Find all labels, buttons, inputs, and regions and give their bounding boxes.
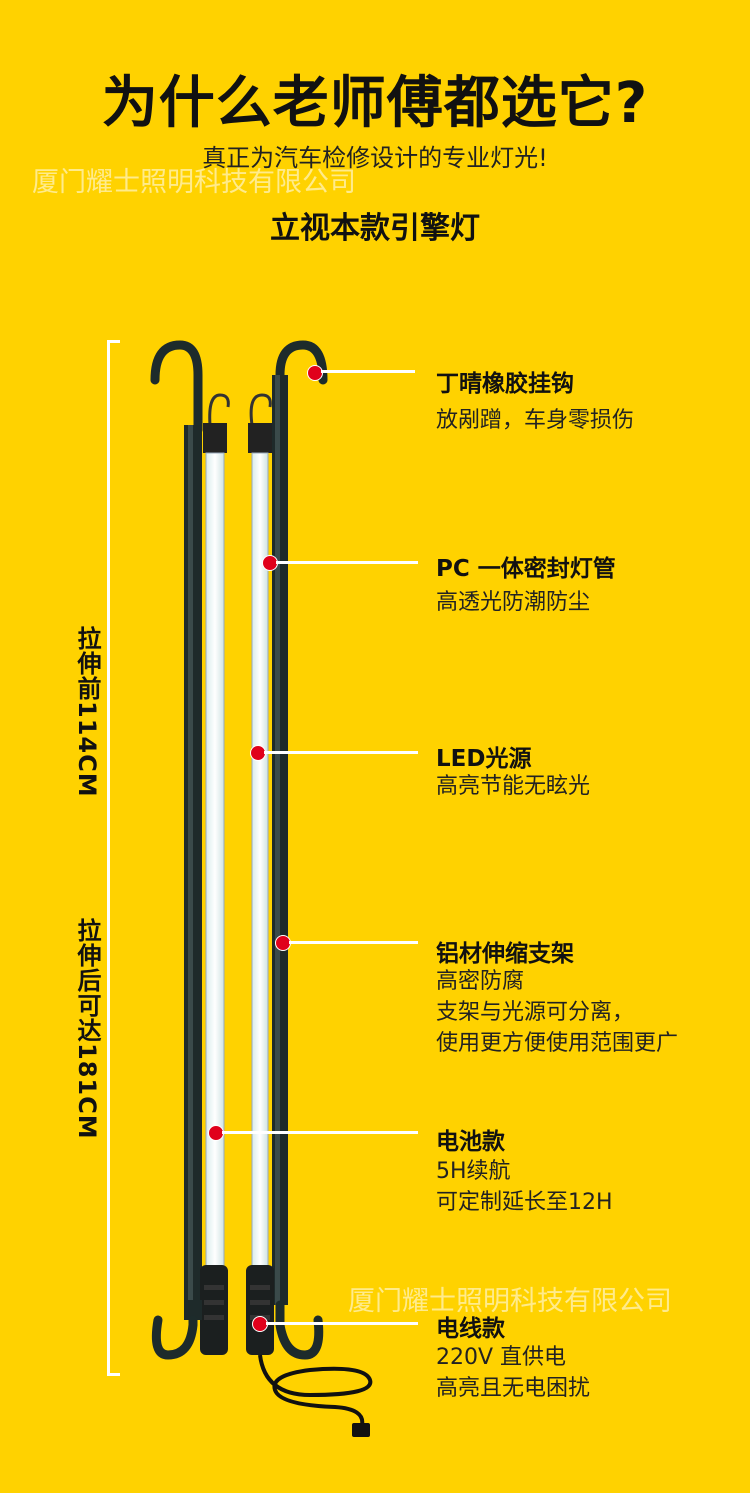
feature-desc: 高亮且无电困扰 — [436, 1376, 591, 1401]
feature-desc: 220V 直供电 — [436, 1345, 567, 1370]
feature-desc: 支架与光源可分离， — [436, 1000, 635, 1025]
lamp-illustration — [150, 340, 373, 1437]
feature-desc: 高透光防潮防尘 — [436, 590, 591, 615]
right-lamp — [246, 340, 373, 1437]
callout-line — [276, 561, 418, 564]
feature-title: 电池款 — [436, 1129, 505, 1155]
feature-title: PC 一体密封灯管 — [436, 556, 616, 582]
feature-desc: 高亮节能无眩光 — [436, 774, 591, 799]
page-title: 为什么老师傅都选它? — [101, 71, 649, 136]
dimension-after: 拉伸后可达181CM — [73, 918, 101, 1140]
feature-title: 铝材伸缩支架 — [436, 941, 574, 967]
feature-title: LED光源 — [436, 746, 532, 772]
feature-desc: 高密防腐 — [436, 969, 525, 994]
callout-dot — [307, 365, 323, 381]
left-lamp — [150, 340, 230, 1360]
dimension-before: 拉伸前114CM — [73, 626, 101, 798]
callout-line — [321, 370, 415, 373]
page-subtitle: 真正为汽车检修设计的专业灯光! — [202, 144, 548, 172]
feature-title: 电线款 — [436, 1316, 505, 1342]
feature-desc: 可定制延长至12H — [436, 1190, 613, 1215]
watermark-top: 厦门耀士照明科技有限公司 — [32, 167, 356, 198]
watermark-bottom: 厦门耀士照明科技有限公司 — [348, 1286, 672, 1317]
callout-line — [264, 751, 418, 754]
callout-line — [222, 1131, 418, 1134]
callout-line — [266, 1322, 418, 1325]
model-name: 立视本款引擎灯 — [270, 211, 480, 246]
feature-desc: 放剐蹭，车身零损伤 — [436, 408, 635, 433]
callout-line — [289, 941, 418, 944]
feature-title: 丁晴橡胶挂钩 — [436, 371, 574, 397]
dimension-bracket — [107, 340, 120, 1376]
feature-desc: 5H续航 — [436, 1159, 511, 1184]
feature-desc: 使用更方便使用范围更广 — [436, 1031, 679, 1056]
